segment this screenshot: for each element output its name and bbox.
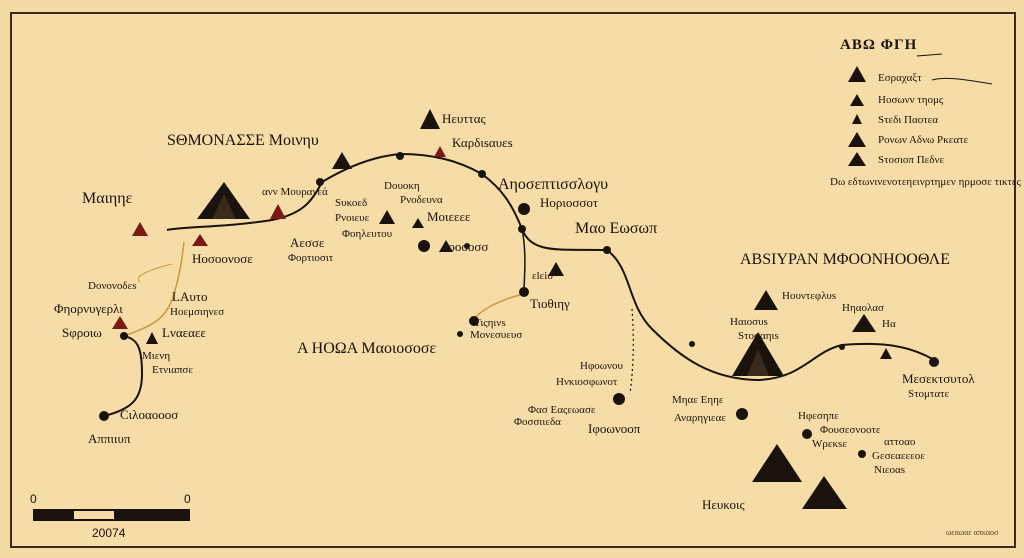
- place-label: Sτοσαηιs: [738, 330, 779, 342]
- place-label: αττοαο: [884, 436, 916, 448]
- scale-bar: [33, 509, 190, 521]
- dotted-route: [629, 308, 634, 395]
- place-label: Φηορνυγερλι: [54, 301, 123, 316]
- legend-item: Εσραχαξτ: [878, 72, 922, 84]
- scale-right-label: 0: [184, 492, 191, 506]
- place-label: Μαο Εωσωπ: [575, 220, 658, 237]
- region-center-label: Α ΗΟΩΑ Μαοιοσοσε: [297, 340, 437, 357]
- place-label: Ρνοδευνα: [400, 194, 443, 206]
- place-label: Αναρηγιεαε: [674, 412, 726, 424]
- place-label: Μοιεεεε: [427, 209, 471, 224]
- place-label: Φοσσιιεδα: [514, 416, 561, 428]
- place-label: Sφροιω: [62, 325, 102, 340]
- place-label: Ηηαολασ: [842, 302, 884, 314]
- place-label: Dονονοδεs: [88, 280, 137, 292]
- place-label: Τιςηινs: [474, 317, 506, 329]
- place-label: Wρεκsε: [812, 438, 847, 450]
- place-label: εlεio: [532, 270, 553, 282]
- place-label: Νιεοαs: [874, 464, 906, 476]
- scale-left-label: 0: [30, 492, 37, 506]
- branch-to-tichins: [473, 293, 525, 320]
- place-label: Ετνιαπσε: [152, 364, 193, 376]
- legend-note: Dω εδτωνινενοτεηεινρτημεν ηρμοσε τικτες: [830, 176, 1021, 188]
- place-label: Ηουντεφλυs: [782, 290, 837, 302]
- peak-cluster-southeast: [732, 332, 847, 509]
- place-label: Ηοριοσσοτ: [540, 195, 599, 210]
- branch-to-tiolmg: [521, 228, 526, 293]
- place-label: Αεσσε: [290, 235, 325, 250]
- legend-item: Ρονων Αδνω Ρκεατε: [878, 134, 969, 146]
- place-label: Φουσεσνοοτε: [820, 424, 881, 436]
- place-label: Gεσεαεεεοε: [872, 450, 925, 462]
- place-label: Μηαε Εηηε: [672, 394, 724, 406]
- place-label: Ηοεμσιηνεσ: [170, 306, 225, 318]
- place-label: Ηφεσηπε: [798, 410, 839, 422]
- place-label: Ηαιοσυs: [730, 316, 768, 328]
- place-label: Sυκοεδ: [335, 197, 368, 209]
- place-label: Αηοσεπτισσλογυ: [498, 176, 609, 193]
- place-label: Ιφοωνοοπ: [588, 421, 641, 436]
- place-label: Μονεσυευσ: [470, 329, 523, 341]
- place-label: Φασ Εαςεωασε: [528, 404, 596, 416]
- place-label: Ρνοιευε: [335, 212, 370, 224]
- place-label: Καρδιsαυεs: [452, 135, 513, 150]
- place-label: Φορτιοσιτ: [288, 252, 334, 264]
- peak-cluster-west: [197, 182, 250, 219]
- place-label: Μιενη: [142, 350, 171, 362]
- place-label: Ιοοοοσσ: [444, 239, 489, 254]
- west-route: [103, 335, 144, 417]
- place-label: Ηα: [882, 318, 896, 330]
- place-label: Μαιηηε: [82, 190, 133, 207]
- place-label: Ηφοωνου: [580, 360, 623, 372]
- legend-item: Sτεδι Παοτεα: [878, 114, 939, 126]
- legend-item: Sτοσιοπ Πεδνε: [878, 154, 945, 166]
- place-label: Μεσεκτσυτολ: [902, 371, 975, 386]
- place-label: Φοηλευτου: [342, 228, 393, 240]
- map-graphics: [33, 53, 993, 521]
- place-label: Ηνκιοσφωνοτ: [556, 376, 618, 388]
- main-route: [166, 152, 935, 382]
- west-connector: [123, 241, 185, 337]
- place-label: LΑυτο: [172, 289, 208, 304]
- place-label: Cιλοαοοοσ: [120, 407, 179, 422]
- place-label: Ηοσοονοσε: [192, 251, 253, 266]
- map-canvas: ΑΒΩ ΦΓΗ Εσραχαξτ Ηοσωνν τηομς Sτεδι Παοτ…: [10, 12, 1021, 548]
- place-label: Lναεαεε: [162, 325, 206, 340]
- place-label: Sτομτατε: [908, 388, 950, 400]
- corner-note: ωεαωαε απκαοσ: [946, 528, 999, 537]
- place-label: Τιοθιηγ: [530, 296, 570, 311]
- legend-icons: [848, 66, 866, 166]
- region-left-label: SΘΜΟΝΑΣΣΕ Μοινηυ: [167, 132, 319, 149]
- branch-west-minor: [137, 263, 173, 283]
- legend-item: Ηοσωνν τηομς: [878, 94, 944, 106]
- legend-title: ΑΒΩ ΦΓΗ: [840, 37, 918, 53]
- place-label: Dουοκη: [384, 180, 420, 192]
- place-label: Ηευττας: [442, 111, 486, 126]
- place-label: Ηευκοις: [702, 497, 745, 512]
- place-label: ανν Μουρανεά: [262, 186, 328, 198]
- place-label: Αππιιυπ: [88, 431, 131, 446]
- scale-caption: 20074: [92, 526, 126, 540]
- region-right-label: ΑΒSΙΥΡΑΝ ΜΦΟΟΝΗΟΟΘΛΕ: [740, 251, 950, 268]
